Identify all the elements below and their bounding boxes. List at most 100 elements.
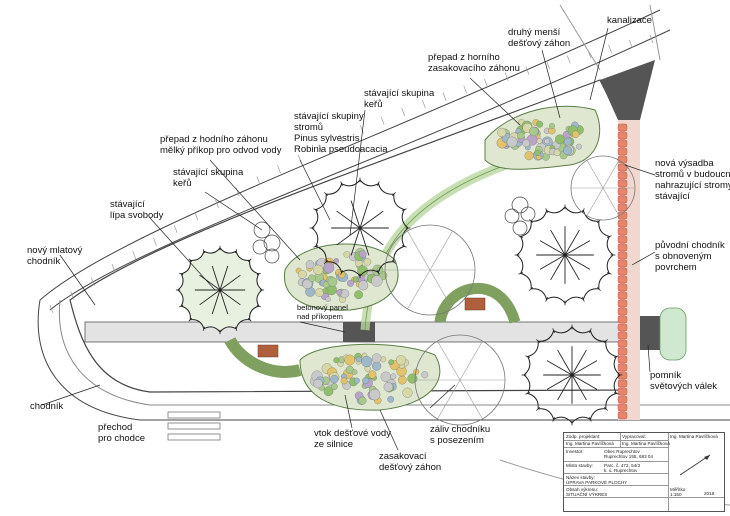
label-druhy-mensi-line1: druhý menší	[508, 27, 561, 38]
label-prepad-horni-line1: přepad z horního	[428, 52, 500, 63]
plant-dot	[563, 146, 572, 156]
tb-investor-value-1: Obec Ruprechtov	[604, 449, 640, 454]
kerb-ticks	[49, 34, 654, 314]
label-chodnik: chodník	[30, 401, 64, 412]
tb-nazev-label: Název stavby:	[566, 475, 595, 480]
kerb-stone	[617, 387, 628, 396]
label-stromu-line4: Robinia pseudoacacia	[294, 144, 388, 155]
plant-dot	[336, 289, 343, 296]
kerb-tick	[401, 108, 406, 117]
label-vysadba-line4: stávající	[655, 191, 690, 202]
label-puvodni-line1: původní chodník	[655, 240, 725, 251]
kerb-tick	[318, 144, 323, 153]
label-vtok-line2: ze silnice	[314, 439, 354, 450]
plant-dot	[358, 280, 369, 291]
plant-dot	[358, 250, 367, 259]
kerb-tick	[70, 291, 75, 300]
tb-misto-value-2: k. ú. Ruprechtov	[604, 468, 638, 473]
kerb-stone	[617, 339, 628, 348]
kerb-stone	[617, 355, 628, 364]
label-pomnik-line1: pomník	[650, 370, 682, 381]
tb-obsah-value: SITUAČNÍ VÝKRES	[566, 492, 608, 497]
label-druhy-mensi-line2: dešťový záhon	[508, 38, 571, 49]
label-prepad-horni-line2: zasakovacího záhonu	[428, 63, 520, 74]
label-zasakovaci-line2: dešťový záhon	[379, 462, 442, 473]
plant-dot	[397, 375, 407, 385]
kerb-tick	[546, 60, 550, 70]
label-mlatovy-line1: nový mlatový	[27, 245, 83, 256]
kerb-stone	[617, 195, 628, 204]
label-prepad-hodniho-line2: mělký příkop pro odvod vody	[160, 145, 282, 156]
tree-symbol	[521, 324, 623, 426]
tree-symbol	[414, 334, 506, 426]
tree-symbol	[175, 245, 265, 335]
plant-dot	[549, 123, 555, 129]
kerb-tick	[111, 264, 116, 273]
tb-misto-value-1: Parc. č. 472, 54/3	[604, 463, 641, 468]
plant-dot	[387, 395, 395, 403]
label-puvodni-line3: povrchem	[655, 262, 697, 273]
label-pomnik-line2: světových válek	[650, 381, 718, 392]
plant-dot	[315, 288, 324, 297]
tb-obsah-label: Obsah výkresu:	[566, 487, 598, 492]
plant-dot	[536, 138, 543, 144]
tb-projektant-stamp: Ing. Martina Pavlíčková	[670, 434, 718, 439]
kerb-stone	[617, 227, 628, 236]
kerb-tick	[587, 50, 592, 59]
kerb-tick	[173, 224, 178, 234]
plant-dot	[371, 353, 382, 363]
plant-dot	[576, 143, 582, 150]
kerb-stone	[617, 331, 628, 340]
kerb-stone	[617, 131, 628, 140]
label-vtok-line1: vtok dešťové vody	[314, 428, 391, 439]
plant-dot	[323, 386, 334, 397]
kerb-tick	[628, 39, 633, 49]
plant-dot	[325, 296, 331, 302]
kerb-tick	[215, 199, 219, 209]
tree-symbol	[570, 155, 636, 221]
plant-dot	[544, 138, 550, 145]
shrub-ring-left	[224, 336, 302, 378]
plant-dot	[402, 387, 413, 398]
label-mlatovy-line2: chodník	[27, 256, 61, 267]
plant-dot	[327, 277, 338, 287]
plant-dot	[322, 288, 329, 294]
kerb-stone	[617, 219, 628, 228]
kerb-tick	[132, 250, 137, 260]
kerb-stone	[617, 299, 628, 308]
label-prechod-line1: přechod	[98, 422, 133, 433]
plant-dot	[368, 370, 377, 379]
plant-dot	[390, 373, 397, 380]
plant-dot	[407, 373, 418, 384]
tb-zodp-label: Zodp. projektant:	[566, 434, 601, 439]
plant-dot	[371, 275, 383, 287]
label-zaliv-line1: záliv chodníku	[430, 424, 491, 435]
plant-dot	[358, 396, 367, 405]
label-stromu-line2: stromů	[294, 122, 324, 133]
planting-dots	[295, 119, 584, 405]
kerb-tick	[360, 125, 364, 134]
kerb-stone	[617, 123, 628, 132]
kerb-tick	[504, 72, 509, 81]
tb-nazev-value: ÚPRAVA PARKOVÉ PLOCHY	[566, 480, 628, 485]
label-prechod-line2: pro chodce	[98, 433, 146, 444]
plant-dot	[421, 371, 429, 379]
label-vysadba-line1: nová výsadba	[655, 158, 714, 169]
kerb-stone	[617, 395, 628, 404]
tb-investor-value-2: Ruprechtov 155, 683 04	[604, 454, 654, 459]
plant-dot	[369, 388, 381, 401]
label-puvodni-line2: s obnoveným	[655, 251, 712, 262]
plant-dot	[344, 354, 356, 366]
